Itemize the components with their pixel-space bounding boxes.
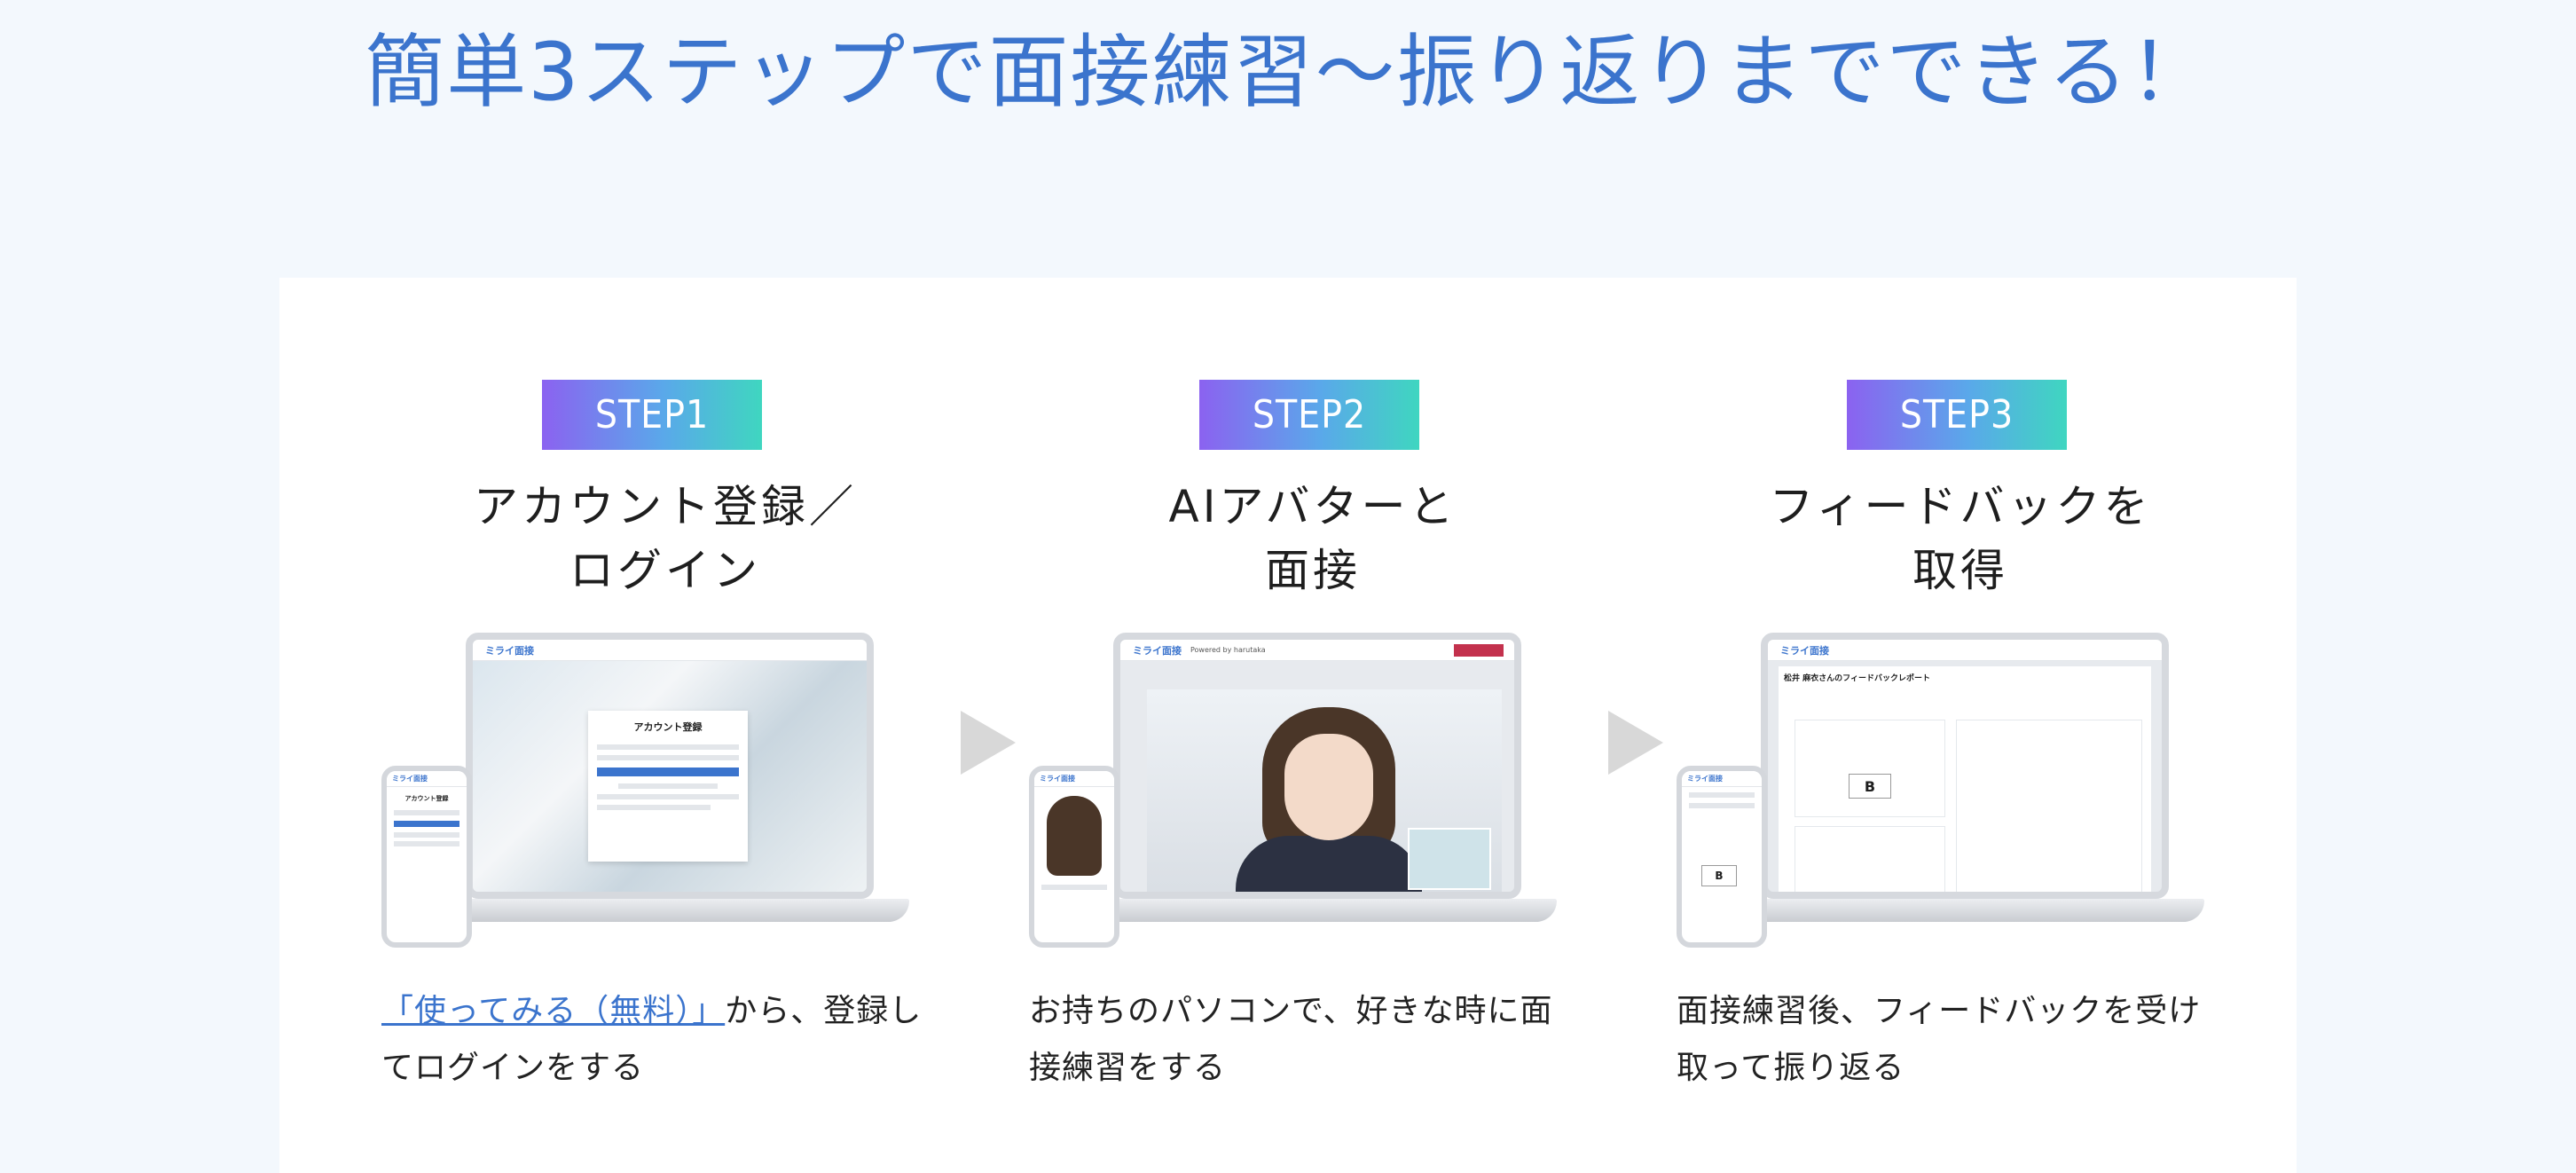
step-1-title: アカウント登録／ ログイン bbox=[381, 475, 949, 602]
avatar-face bbox=[1284, 734, 1373, 840]
phone-logo: ミライ面接 bbox=[1687, 775, 1723, 783]
step-2-badge: STEP2 bbox=[1199, 380, 1419, 450]
step-3-badge: STEP3 bbox=[1847, 380, 2067, 450]
report-card-overall: B bbox=[1795, 720, 1945, 817]
laptop-base bbox=[1712, 899, 2204, 922]
step-2-title: AIアバターと 面接 bbox=[1029, 475, 1597, 602]
step-arrow-icon bbox=[961, 711, 1016, 775]
phone-mockup: ミライ面接 bbox=[1029, 766, 1119, 948]
step-2-title-line2: 面接 bbox=[1265, 545, 1361, 596]
phone-title: アカウント登録 bbox=[404, 795, 449, 802]
step-2-device-image: ミライ面接 Powered by harutaka ミライ面接 bbox=[1029, 633, 1597, 970]
screen-header: ミライ面接 Powered by harutaka bbox=[1120, 640, 1514, 661]
report-card-followup bbox=[1956, 720, 2142, 892]
report-title: 松井 麻衣さんのフィードバックレポート bbox=[1784, 674, 1930, 683]
step-1-title-line2: ログイン bbox=[569, 545, 761, 596]
steps-panel: STEP1 アカウント登録／ ログイン ミライ面接 アカウント登録 ミライ面接 bbox=[279, 278, 2297, 1173]
end-interview-button bbox=[1454, 644, 1504, 657]
step-1-title-line1: アカウント登録／ bbox=[474, 481, 857, 532]
register-mini-button bbox=[597, 768, 739, 776]
grade-badge: B bbox=[1849, 774, 1891, 799]
user-camera-preview bbox=[1408, 828, 1491, 890]
step-3-title: フィードバックを 取得 bbox=[1677, 475, 2244, 602]
page-headline: 簡単3ステップで面接練習〜振り返りまでできる！ bbox=[365, 26, 2211, 119]
phone-avatar bbox=[1047, 796, 1102, 876]
registration-card: アカウント登録 bbox=[588, 711, 748, 862]
phone-grade-badge: B bbox=[1701, 865, 1737, 886]
screen-header: ミライ面接 bbox=[1768, 640, 2162, 661]
step-1-desc-text: から、登録してログインをする bbox=[381, 993, 923, 1086]
step-1-badge: STEP1 bbox=[542, 380, 762, 450]
feedback-report: 松井 麻衣さんのフィードバックレポート B bbox=[1779, 666, 2151, 892]
app-logo: ミライ面接 bbox=[485, 644, 534, 657]
step-arrow-icon bbox=[1608, 711, 1663, 775]
avatar-body bbox=[1236, 836, 1422, 892]
laptop-screen: ミライ面接 松井 麻衣さんのフィードバックレポート B bbox=[1761, 633, 2169, 899]
powered-by-label: Powered by harutaka bbox=[1190, 646, 1266, 654]
phone-logo: ミライ面接 bbox=[392, 775, 428, 783]
laptop-screen: ミライ面接 アカウント登録 bbox=[466, 633, 874, 899]
step-2-title-line1: AIアバターと bbox=[1168, 481, 1457, 532]
step-3-device-image: ミライ面接 松井 麻衣さんのフィードバックレポート B ミライ面接 B bbox=[1677, 633, 2244, 970]
step-1-device-image: ミライ面接 アカウント登録 ミライ面接 アカウント登録 bbox=[381, 633, 949, 970]
step-3-title-line2: 取得 bbox=[1912, 545, 2008, 596]
report-card-strengths bbox=[1795, 826, 1945, 892]
registration-card-title: アカウント登録 bbox=[633, 721, 703, 733]
step-3-title-line1: フィードバックを bbox=[1769, 481, 2152, 532]
phone-mockup: ミライ面接 アカウント登録 bbox=[381, 766, 472, 948]
phone-mockup: ミライ面接 B bbox=[1677, 766, 1767, 948]
try-free-link[interactable]: 「使ってみる（無料）」 bbox=[381, 993, 726, 1029]
laptop-base bbox=[1064, 899, 1557, 922]
phone-logo: ミライ面接 bbox=[1040, 775, 1075, 783]
laptop-screen: ミライ面接 Powered by harutaka bbox=[1113, 633, 1521, 899]
app-logo: ミライ面接 bbox=[1133, 644, 1182, 657]
screen-header: ミライ面接 bbox=[473, 640, 867, 661]
laptop-base bbox=[417, 899, 909, 922]
step-2-description: お持ちのパソコンで、好きな時に面接練習をする bbox=[1029, 993, 1553, 1086]
step-3-description: 面接練習後、フィードバックを受け取って振り返る bbox=[1677, 993, 2202, 1086]
step-1-description: 「使ってみる（無料）」から、登録してログインをする bbox=[381, 983, 931, 1097]
app-logo: ミライ面接 bbox=[1780, 644, 1829, 657]
avatar-video bbox=[1147, 689, 1502, 892]
